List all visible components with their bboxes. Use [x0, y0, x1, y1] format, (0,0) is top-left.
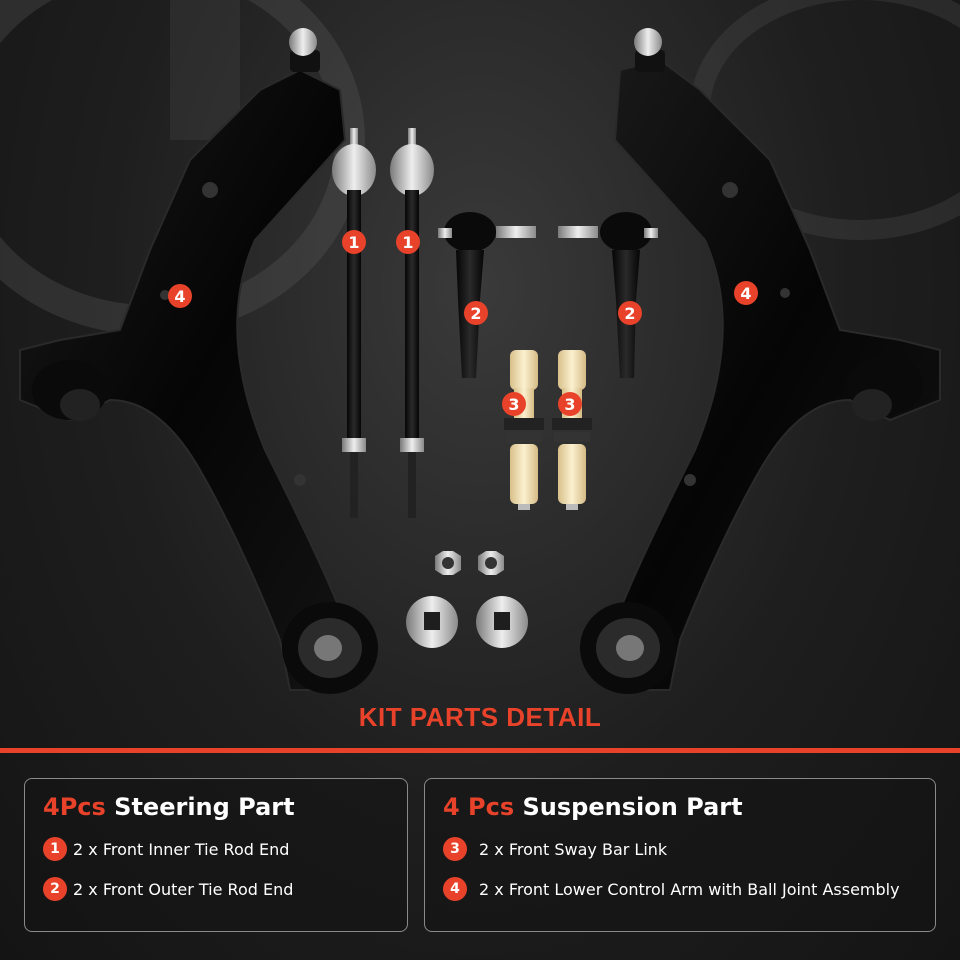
- list-item: 3 2 x Front Sway Bar Link: [443, 837, 917, 861]
- hardware-nuts: [435, 551, 504, 575]
- suspension-panel-title: 4 Pcs Suspension Part: [443, 793, 917, 821]
- list-item: 2 2 x Front Outer Tie Rod End: [43, 877, 389, 901]
- badge-4-right: 4: [734, 281, 758, 305]
- item-text: 2 x Front Inner Tie Rod End: [73, 839, 290, 859]
- badge-2-right: 2: [618, 301, 642, 325]
- item-text: 2 x Front Outer Tie Rod End: [73, 879, 294, 899]
- item-number-badge: 1: [43, 837, 67, 861]
- item-text: 2 x Front Lower Control Arm with Ball Jo…: [479, 879, 900, 899]
- badge-3-left: 3: [502, 392, 526, 416]
- svg-text:2: 2: [624, 304, 635, 323]
- outer-tie-rod-right: [558, 212, 658, 378]
- accent-divider: [0, 748, 960, 753]
- item-number-badge: 4: [443, 877, 467, 901]
- section-heading: KIT PARTS DETAIL: [358, 702, 602, 732]
- item-number-badge: 3: [443, 837, 467, 861]
- svg-text:1: 1: [402, 233, 413, 252]
- item-number-badge: 2: [43, 877, 67, 901]
- svg-text:2: 2: [470, 304, 481, 323]
- hardware-washers: [406, 596, 528, 648]
- sway-bar-link-left: [504, 350, 544, 510]
- suspension-part-panel: 4 Pcs Suspension Part 3 2 x Front Sway B…: [424, 778, 936, 932]
- svg-text:4: 4: [740, 284, 751, 303]
- badge-3-right: 3: [558, 392, 582, 416]
- svg-text:4: 4: [174, 287, 185, 306]
- svg-text:1: 1: [348, 233, 359, 252]
- list-item: 1 2 x Front Inner Tie Rod End: [43, 837, 389, 861]
- badge-4-left: 4: [168, 284, 192, 308]
- item-text: 2 x Front Sway Bar Link: [479, 839, 668, 859]
- list-item: 4 2 x Front Lower Control Arm with Ball …: [443, 877, 917, 901]
- sway-bar-link-right: [552, 350, 592, 510]
- left-control-arm: [19, 28, 378, 694]
- inner-tie-rod-right: [390, 128, 434, 518]
- badge-1-right: 1: [396, 230, 420, 254]
- product-photo: 1 1 2 2 3 3 4 4: [0, 0, 960, 694]
- badge-2-left: 2: [464, 301, 488, 325]
- inner-tie-rod-left: [332, 128, 376, 518]
- steering-title: Steering Part: [114, 793, 295, 821]
- steering-count: 4Pcs: [43, 793, 106, 821]
- suspension-title: Suspension Part: [522, 793, 743, 821]
- svg-text:3: 3: [508, 395, 519, 414]
- badge-1-left: 1: [342, 230, 366, 254]
- steering-part-panel: 4Pcs Steering Part 1 2 x Front Inner Tie…: [24, 778, 408, 932]
- svg-text:3: 3: [564, 395, 575, 414]
- steering-panel-title: 4Pcs Steering Part: [43, 793, 389, 821]
- suspension-count: 4 Pcs: [443, 793, 515, 821]
- right-control-arm: [580, 28, 941, 694]
